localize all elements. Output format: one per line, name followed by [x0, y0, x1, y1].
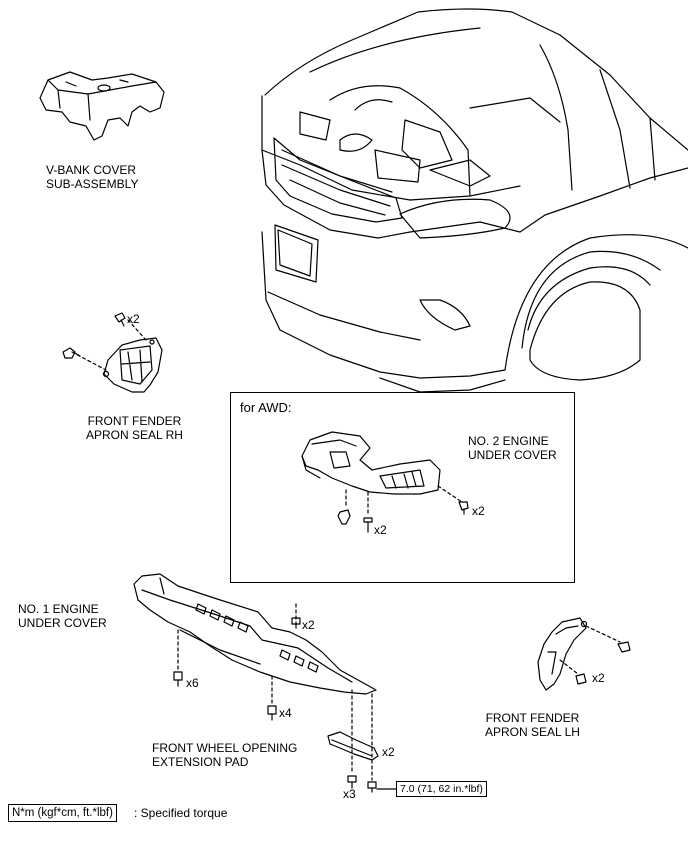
qty-lh-bolt: x2	[592, 671, 605, 685]
lh-bolt-top	[617, 641, 631, 653]
no1-bolt-right	[291, 617, 301, 629]
no1-engine-under-cover-part	[133, 573, 377, 705]
fender-apron-seal-lh-label: FRONT FENDER APRON SEAL LH	[485, 711, 580, 739]
qty-rh-top: x2	[127, 312, 140, 326]
awd-clip	[337, 509, 351, 525]
no2-engine-under-cover-label-line1: NO. 2 ENGINE	[468, 434, 549, 448]
v-bank-cover-label: V-BANK COVER SUB-ASSEMBLY	[46, 163, 138, 191]
qty-pad-bottom: x3	[343, 787, 356, 801]
qty-no1-bottom: x4	[279, 706, 292, 720]
pad-bolt-left	[347, 775, 357, 789]
no2-engine-under-cover-label-line2: UNDER COVER	[468, 448, 557, 462]
rh-clip-left	[62, 347, 81, 359]
pad-bolt-right	[367, 781, 397, 793]
fender-apron-seal-rh-part	[71, 319, 163, 393]
v-bank-cover-label-line1: V-BANK COVER	[46, 163, 137, 177]
qty-pad-right: x2	[382, 745, 395, 759]
no1-bolt-left	[173, 671, 183, 687]
awd-bolt-left	[363, 517, 373, 533]
fender-apron-seal-rh-label: FRONT FENDER APRON SEAL RH	[86, 414, 183, 442]
no1-engine-under-cover-label-line2: UNDER COVER	[18, 616, 107, 630]
torque-callout: 7.0 (71, 62 in.*lbf)	[396, 781, 487, 797]
qty-awd-right: x2	[472, 504, 485, 518]
no1-engine-under-cover-label: NO. 1 ENGINE UNDER COVER	[18, 602, 107, 630]
fender-apron-seal-lh-label-line2: APRON SEAL LH	[485, 725, 580, 739]
awd-inset-box	[230, 392, 575, 583]
legend-torque-box: N*m (kgf*cm, ft.*lbf)	[8, 804, 117, 822]
extension-pad-label-line2: EXTENSION PAD	[152, 755, 249, 769]
extension-pad-label: FRONT WHEEL OPENING EXTENSION PAD	[152, 741, 297, 769]
qty-awd-left: x2	[374, 523, 387, 537]
vehicle-illustration	[261, 8, 688, 393]
legend-text: : Specified torque	[134, 806, 228, 820]
extension-pad-label-line1: FRONT WHEEL OPENING	[152, 741, 298, 755]
fender-apron-seal-lh-label-line1: FRONT FENDER	[485, 711, 580, 725]
fender-apron-seal-rh-label-line1: FRONT FENDER	[87, 414, 182, 428]
no1-engine-under-cover-label-line1: NO. 1 ENGINE	[18, 602, 99, 616]
lh-bolt-bottom	[575, 673, 587, 685]
no2-engine-under-cover-label: NO. 2 ENGINE UNDER COVER	[468, 434, 557, 462]
no2-engine-under-cover-part	[301, 431, 463, 515]
fender-apron-seal-rh-label-line2: APRON SEAL RH	[86, 428, 183, 442]
v-bank-cover-part	[39, 71, 165, 141]
v-bank-cover-label-line2: SUB-ASSEMBLY	[46, 177, 139, 191]
awd-bolt-right	[458, 501, 469, 515]
qty-no1-right: x2	[302, 618, 315, 632]
rh-bolt-top	[114, 312, 126, 327]
qty-no1-left: x6	[186, 676, 199, 690]
fender-apron-seal-lh-part	[537, 617, 621, 691]
awd-title: for AWD:	[240, 400, 292, 415]
extension-pad-part	[327, 689, 379, 781]
no1-bolt-bottom	[267, 705, 277, 721]
